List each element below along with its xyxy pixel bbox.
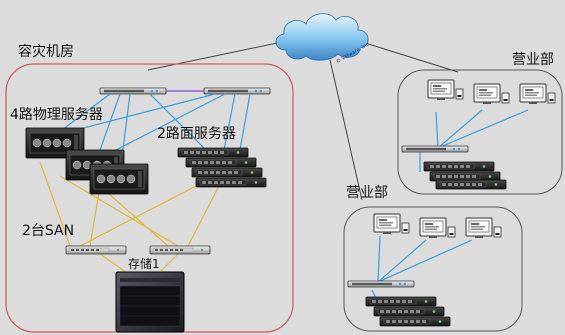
- storage-label: 存储1: [128, 257, 160, 271]
- branch-bottom-pc-2: [419, 217, 456, 239]
- branch-bottom-boundary: [343, 206, 523, 332]
- branch-bottom-pc-1: [373, 213, 410, 235]
- branch-bottom-links: [371, 235, 473, 303]
- blade-servers-label: 2路面服务器: [157, 126, 236, 142]
- branch-top-pc-1: [427, 79, 464, 101]
- san-links: [39, 161, 221, 283]
- wan-links: [147, 41, 459, 201]
- cloud-icon: [275, 13, 369, 61]
- core-switch-right: [203, 87, 271, 95]
- san-switch-2: [149, 245, 211, 255]
- storage-array: [115, 271, 185, 333]
- physical-servers-label: 4路物理服务器: [10, 107, 103, 123]
- core-switch-left: [99, 87, 167, 95]
- branch-bottom-switch: [347, 280, 415, 288]
- blade-server-stack: [177, 147, 267, 188]
- branch-top-server-stack: [423, 161, 507, 190]
- branch-top-links: [419, 109, 529, 172]
- wan-link-dr: [147, 41, 283, 71]
- branch-top-pc-3: [519, 83, 556, 105]
- branch-top-switch: [401, 145, 469, 153]
- physical-server-3: [89, 163, 149, 195]
- wan-link-branch-bottom: [329, 59, 363, 201]
- san-label: 2台SAN: [22, 223, 75, 239]
- branch-top-pc-2: [473, 83, 510, 105]
- dr-room-title: 容灾机房: [18, 44, 74, 60]
- branch-top-boundary: [397, 69, 563, 195]
- branch-bottom-pc-3: [465, 217, 502, 239]
- san-switch-1: [65, 245, 127, 255]
- branch-top-title: 营业部: [512, 52, 554, 68]
- branch-bottom-title: 营业部: [346, 185, 388, 201]
- branch-bottom-server-stack: [365, 296, 451, 327]
- wan-link-branch-top: [361, 41, 459, 73]
